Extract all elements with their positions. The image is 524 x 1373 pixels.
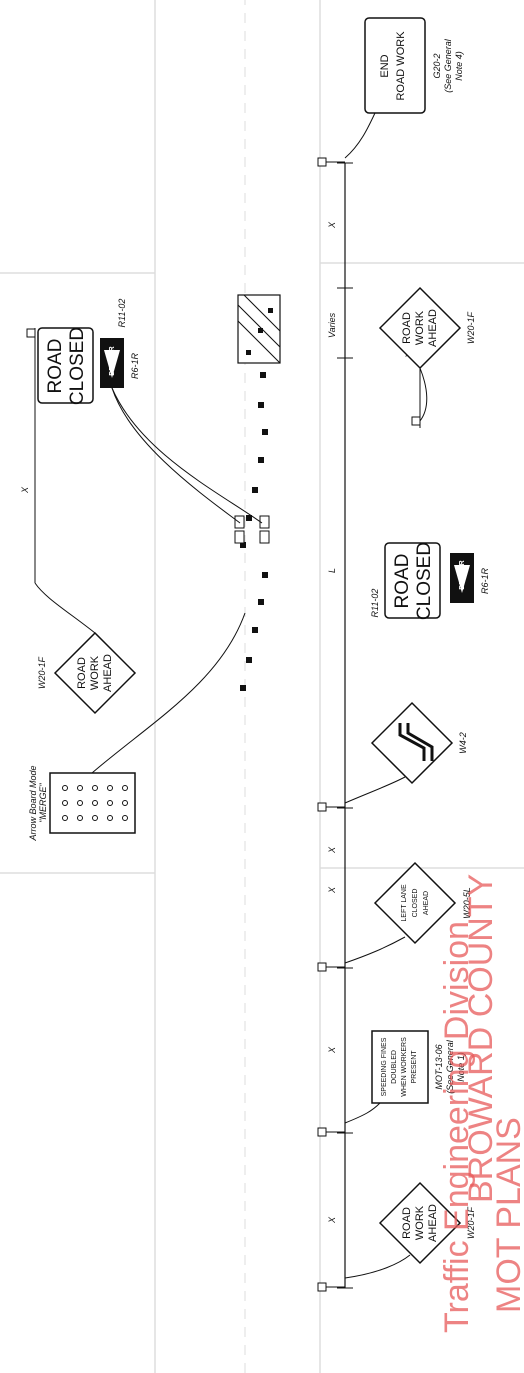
svg-text:MOT-13-06: MOT-13-06: [434, 1044, 444, 1089]
svg-text:W20-1F: W20-1F: [37, 657, 47, 690]
svg-text:W20-1F: W20-1F: [466, 1207, 476, 1240]
dim-x-3: X: [327, 886, 337, 894]
svg-text:WORK: WORK: [414, 1205, 426, 1240]
watermark: BROWARD COUNTY Traffic Engineering Divis…: [438, 874, 524, 1333]
sign-road-work-ahead-left: ROAD WORK AHEAD W20-1F: [34, 582, 137, 715]
svg-text:(See General: (See General: [445, 1039, 455, 1094]
svg-text:ROAD: ROAD: [45, 339, 66, 394]
svg-text:WORK: WORK: [414, 310, 426, 345]
dim-x-4: X: [327, 846, 337, 854]
svg-text:AHEAD: AHEAD: [427, 1204, 439, 1242]
svg-text:(See General: (See General: [443, 38, 453, 93]
baseline-ticks: [337, 162, 353, 1289]
svg-text:Note 1): Note 1): [456, 1052, 466, 1082]
dim-x-upper: X: [20, 486, 30, 494]
sign-post-markers: [317, 157, 345, 1292]
sign-speeding-fines: SPEEDING FINES DOUBLED WHEN WORKERS PRES…: [344, 1030, 466, 1124]
svg-text:DOUBLED: DOUBLED: [391, 1050, 398, 1084]
svg-text:R6-1R: R6-1R: [130, 353, 140, 380]
svg-text:ROAD: ROAD: [401, 312, 413, 344]
work-area: [237, 294, 281, 364]
svg-text:R6-1R: R6-1R: [480, 568, 490, 595]
svg-text:DETOUR: DETOUR: [459, 560, 466, 589]
dim-x-5: X: [327, 221, 337, 229]
svg-text:ROAD WORK: ROAD WORK: [395, 31, 407, 101]
sign-road-closed-bottom: ROAD CLOSED R11-02: [370, 542, 441, 620]
sign-end-road-work: END ROAD WORK G20-2 (See General Note 4): [344, 17, 464, 159]
svg-text:ROAD: ROAD: [401, 1207, 413, 1239]
svg-text:R11-02: R11-02: [117, 299, 127, 328]
svg-text:AHEAD: AHEAD: [427, 309, 439, 347]
arrow-board: Arrow Board Mode "MERGE": [28, 612, 246, 842]
svg-text:R11-02: R11-02: [370, 589, 380, 618]
svg-text:PRESENT: PRESENT: [411, 1050, 418, 1084]
sign-detour-top: DETOUR R6-1R: [100, 338, 263, 524]
dim-varies: Varies: [327, 312, 337, 338]
svg-text:W20-1F: W20-1F: [466, 312, 476, 345]
sign-lane-shift: W4-2: [344, 701, 468, 804]
svg-text:WORK: WORK: [89, 655, 101, 690]
sign-road-closed-top: ROAD CLOSED R11-02: [37, 299, 127, 405]
dim-x-1: X: [327, 1216, 337, 1224]
channelizing-devices: [240, 372, 268, 691]
svg-text:Arrow Board Mode: Arrow Board Mode: [28, 765, 38, 841]
svg-text:END: END: [379, 54, 391, 77]
svg-text:AHEAD: AHEAD: [423, 891, 430, 915]
sign-left-lane-closed: LEFT LANE CLOSED AHEAD W20-5L: [344, 861, 472, 964]
svg-text:BROWARD COUNTY: BROWARD COUNTY: [462, 874, 500, 1203]
svg-text:ROAD: ROAD: [392, 554, 413, 609]
svg-text:SPEEDING FINES: SPEEDING FINES: [381, 1037, 388, 1096]
svg-text:W4-2: W4-2: [458, 732, 468, 754]
svg-text:CLOSED: CLOSED: [412, 889, 419, 918]
svg-text:CLOSED: CLOSED: [67, 327, 88, 405]
svg-text:Traffic Engineering Division: Traffic Engineering Division: [438, 921, 476, 1333]
svg-text:AHEAD: AHEAD: [102, 654, 114, 692]
svg-text:G20-2: G20-2: [432, 53, 442, 78]
svg-text:CLOSED: CLOSED: [414, 542, 435, 620]
svg-text:ROAD: ROAD: [76, 657, 88, 689]
svg-text:LEFT LANE: LEFT LANE: [401, 884, 408, 922]
dim-l: L: [327, 568, 337, 573]
dim-x-2: X: [327, 1046, 337, 1054]
svg-text:W20-5L: W20-5L: [462, 887, 472, 919]
svg-text:"MERGE": "MERGE": [38, 783, 48, 823]
svg-text:DETOUR: DETOUR: [109, 346, 116, 375]
sign-road-work-ahead-right: ROAD WORK AHEAD W20-1F: [378, 286, 476, 422]
svg-text:Note 4): Note 4): [454, 51, 464, 81]
sign-detour-bottom: DETOUR R6-1R: [450, 553, 490, 603]
sign-road-work-ahead-first: ROAD WORK AHEAD W20-1F: [344, 1181, 476, 1279]
svg-text:WHEN WORKERS: WHEN WORKERS: [401, 1037, 408, 1097]
svg-text:MOT PLANS: MOT PLANS: [490, 1117, 524, 1313]
